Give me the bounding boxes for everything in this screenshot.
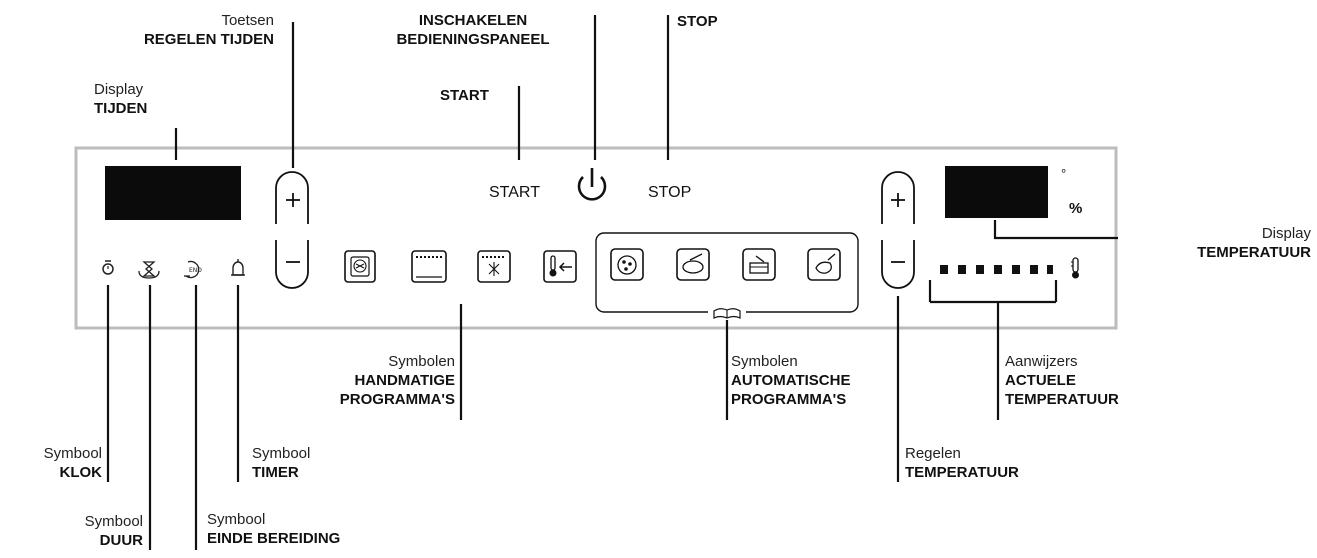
- label-clock-line2: KLOK: [59, 464, 103, 481]
- label-set-temperature: Regelen TEMPERATUUR: [905, 444, 1019, 482]
- label-start-line1: START: [440, 87, 489, 104]
- label-auto-line3: PROGRAMMA'S: [731, 391, 847, 408]
- label-keys-time: Toetsen REGELEN TIJDEN: [92, 11, 274, 49]
- label-current-temperature-indicators: Aanwijzers ACTUELE TEMPERATUUR: [1005, 352, 1119, 409]
- label-end-cooking-symbol: Symbool EINDE BEREIDING: [207, 510, 340, 548]
- label-end-cooking-line1: Symbool: [207, 511, 266, 528]
- stop-button-label[interactable]: STOP: [648, 184, 692, 201]
- leader-lines: [106, 15, 1118, 550]
- label-power-line2: BEDIENINGSPANEEL: [396, 31, 550, 48]
- fan-heat-icon[interactable]: [344, 250, 376, 283]
- pizza-icon[interactable]: [610, 248, 644, 281]
- power-button[interactable]: [577, 168, 607, 201]
- start-button-label[interactable]: START: [489, 184, 540, 201]
- label-keys-time-line1: Toetsen: [221, 12, 274, 29]
- duration-icon: [138, 261, 160, 279]
- temperature-indicators: [940, 265, 1053, 274]
- label-clock-line1: Symbool: [43, 445, 102, 462]
- label-auto-line1: Symbolen: [731, 353, 798, 370]
- label-duration-line2: DUUR: [99, 532, 143, 549]
- label-timer-line1: Symbool: [252, 445, 311, 462]
- label-duration-line1: Symbool: [84, 513, 143, 530]
- end-cooking-icon: END: [184, 260, 202, 279]
- label-timer-line2: TIMER: [252, 464, 299, 481]
- cake-icon[interactable]: [742, 248, 776, 281]
- svg-text:END: END: [189, 267, 202, 274]
- degree-symbol: °: [1061, 166, 1067, 181]
- label-manual-line2: HANDMATIGE: [354, 372, 455, 389]
- label-power-line1: INSCHAKELEN: [418, 12, 528, 29]
- label-automatic-programs: Symbolen AUTOMATISCHE PROGRAMMA'S: [731, 352, 850, 409]
- label-clock-symbol: Symbool KLOK: [2, 444, 102, 482]
- poultry-icon[interactable]: [807, 248, 841, 281]
- label-indicators-line1: Aanwijzers: [1005, 353, 1078, 370]
- label-auto-line2: AUTOMATISCHE: [731, 372, 851, 389]
- fan-grill-icon[interactable]: [477, 250, 511, 283]
- temperature-display: [945, 166, 1048, 218]
- label-set-temp-line1: Regelen: [905, 445, 961, 462]
- top-bottom-heat-icon[interactable]: [411, 250, 447, 283]
- label-manual-line1: Symbolen: [388, 353, 455, 370]
- label-display-temp-line1: Display: [1261, 225, 1311, 242]
- label-display-temp-line2: TEMPERATUUR: [1197, 244, 1311, 261]
- label-set-temp-line2: TEMPERATUUR: [905, 464, 1019, 481]
- automatic-programs-group: [595, 232, 859, 313]
- thermometer-icon: [1071, 257, 1079, 279]
- label-display-temperature: Display TEMPERATUUR: [1130, 224, 1311, 262]
- recipe-book-icon: [713, 308, 741, 319]
- label-display-time-line2: TIJDEN: [94, 100, 148, 117]
- label-indicators-line2: ACTUELE: [1005, 372, 1076, 389]
- label-keys-time-line2: REGELEN TIJDEN: [143, 31, 274, 48]
- time-minus-key[interactable]: [275, 240, 309, 289]
- bell-timer-icon: [231, 259, 245, 276]
- label-start: START: [440, 86, 489, 105]
- label-duration-symbol: Symbool DUUR: [40, 512, 143, 550]
- meat-icon[interactable]: [676, 248, 710, 281]
- label-manual-programs: Symbolen HANDMATIGE PROGRAMMA'S: [240, 352, 455, 409]
- percent-symbol: %: [1069, 200, 1083, 217]
- temperature-probe-icon[interactable]: [543, 250, 577, 283]
- label-timer-symbol: Symbool TIMER: [252, 444, 310, 482]
- clock-icon: [102, 260, 114, 275]
- label-end-cooking-line2: EINDE BEREIDING: [207, 530, 341, 547]
- temperature-plus-key[interactable]: [881, 171, 915, 224]
- label-manual-line3: PROGRAMMA'S: [339, 391, 455, 408]
- label-stop-line1: STOP: [677, 13, 718, 30]
- label-display-time-line1: Display: [94, 81, 144, 98]
- label-indicators-line3: TEMPERATUUR: [1005, 391, 1119, 408]
- label-display-time: Display TIJDEN: [94, 80, 147, 118]
- temperature-minus-key[interactable]: [881, 240, 915, 289]
- time-plus-key[interactable]: [275, 171, 309, 224]
- time-display: [105, 166, 241, 220]
- label-power: INSCHAKELEN BEDIENINGSPANEEL: [360, 11, 586, 49]
- label-stop: STOP: [677, 12, 718, 31]
